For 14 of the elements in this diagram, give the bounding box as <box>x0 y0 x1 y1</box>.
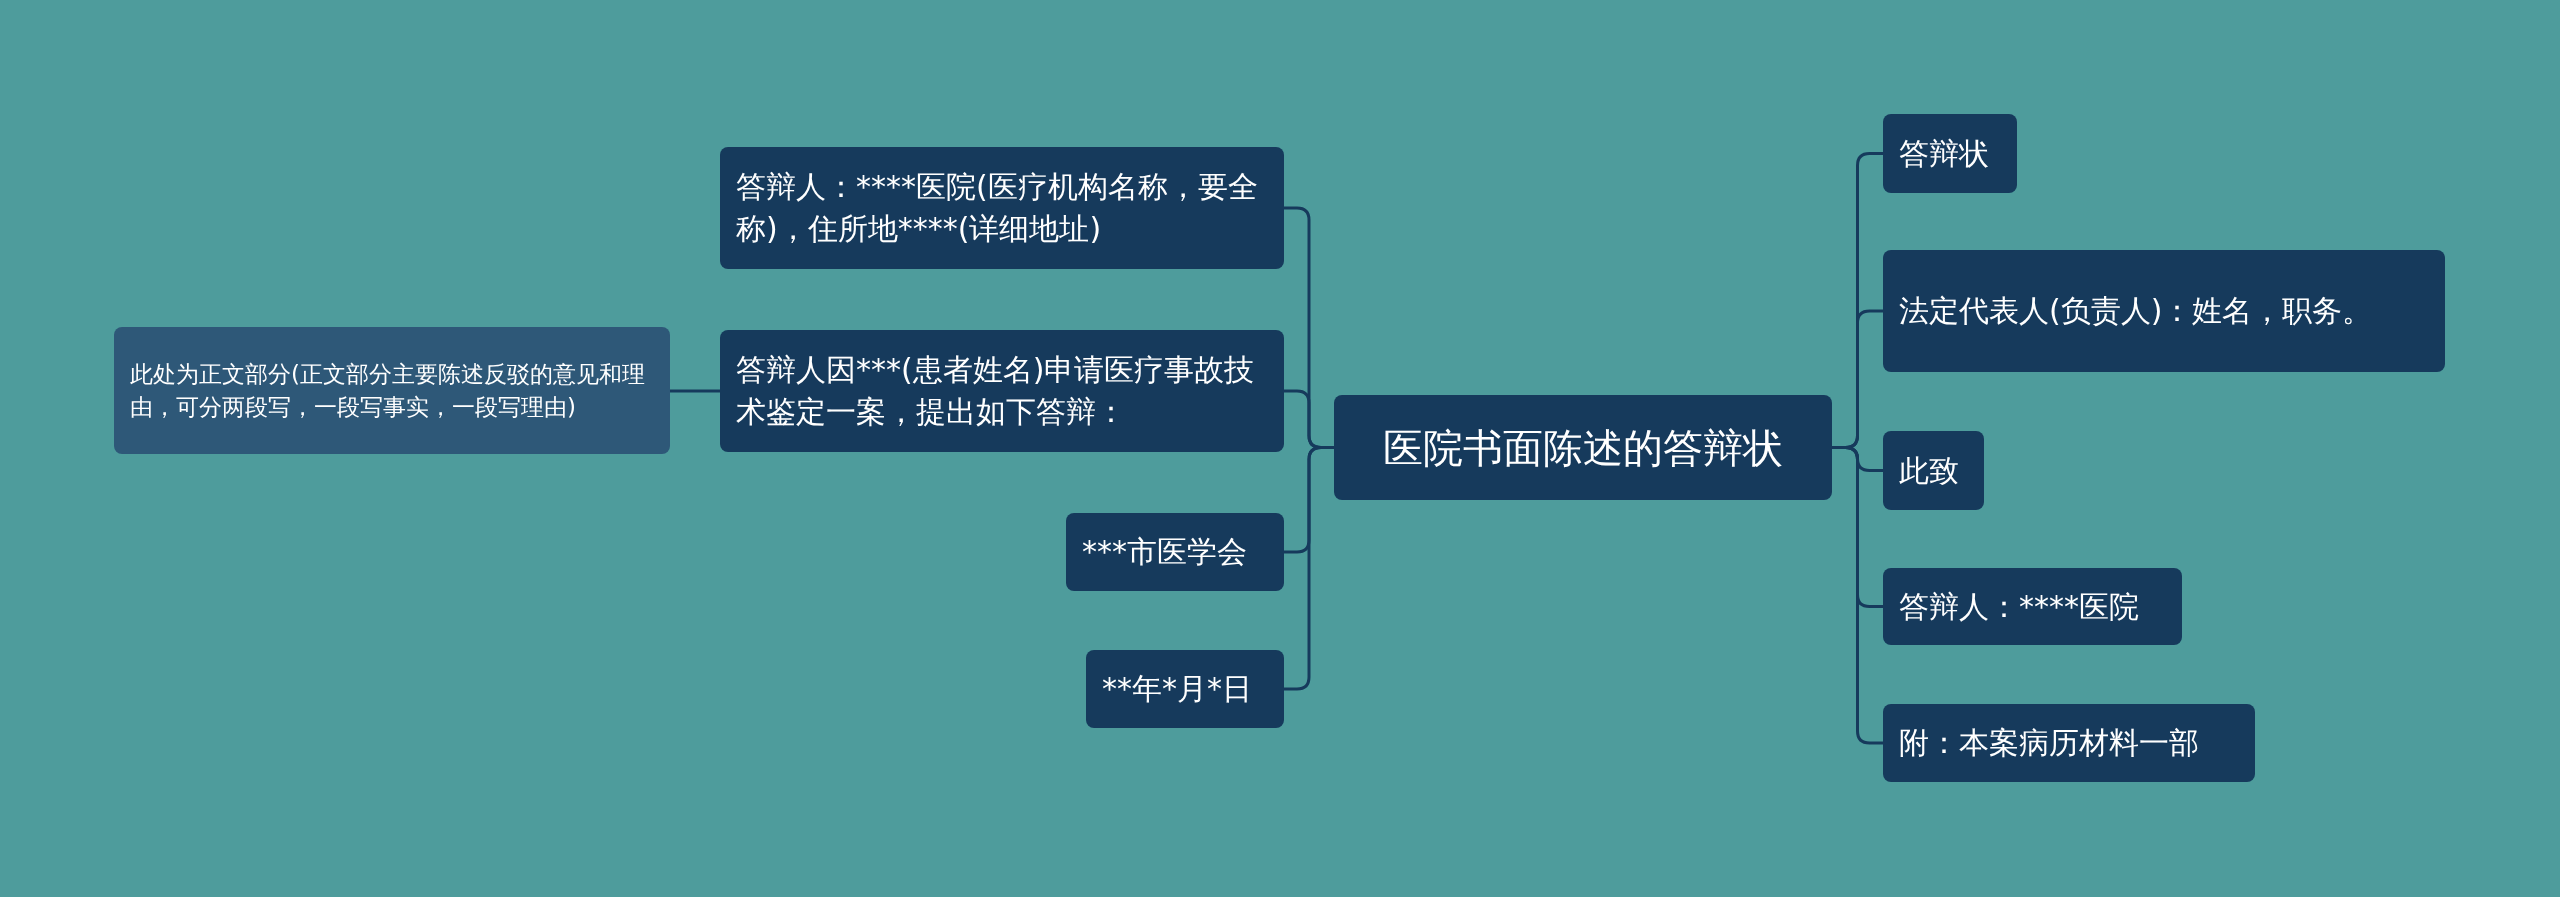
topic-box: 此致 <box>1883 431 1984 510</box>
topic-box: 法定代表人(负责人)：姓名，职务。 <box>1883 250 2445 372</box>
topic-box: 附：本案病历材料一部 <box>1883 704 2255 782</box>
topic-box: 此处为正文部分(正文部分主要陈述反驳的意见和理由，可分两段写，一段写事实，一段写理由) <box>114 327 670 454</box>
topic-box: 答辩人：****医院 <box>1883 568 2182 645</box>
topic-box: 答辩人：****医院(医疗机构名称，要全称)，住所地****(详细地址) <box>720 147 1284 269</box>
connector-line <box>1832 446 1883 745</box>
topic-box: **年*月*日 <box>1086 650 1284 728</box>
topic-box: 答辩状 <box>1883 114 2017 193</box>
connector-line <box>1284 446 1334 691</box>
connector-line <box>670 389 720 393</box>
topic-box: 答辩人因***(患者姓名)申请医疗事故技术鉴定一案，提出如下答辩： <box>720 330 1284 452</box>
topic-box: ***市医学会 <box>1066 513 1284 591</box>
central-topic: 医院书面陈述的答辩状 <box>1334 395 1832 500</box>
